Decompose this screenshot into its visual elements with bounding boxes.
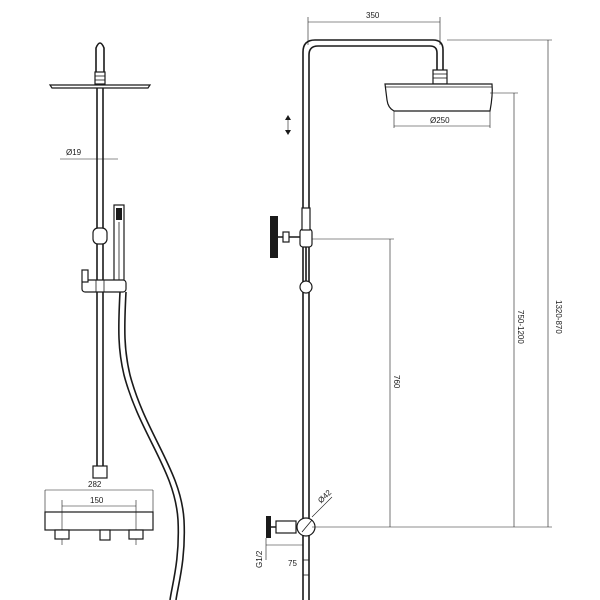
side-shower-head xyxy=(384,83,493,112)
side-wall-hatch-upper xyxy=(270,216,303,258)
rail-diameter-dimension: Ø19 xyxy=(60,148,118,165)
knob-diameter-label: Ø42 xyxy=(316,488,333,505)
front-thermostatic-mixer xyxy=(44,490,154,545)
arm-reach-label: 350 xyxy=(366,11,380,20)
rail-diameter-label: Ø19 xyxy=(66,148,82,157)
front-shower-head-plate xyxy=(48,84,152,89)
side-riser-and-arm xyxy=(302,39,444,535)
front-hand-shower xyxy=(113,204,125,284)
front-shower-hose xyxy=(118,291,180,600)
side-hand-shower-holder xyxy=(299,247,313,294)
side-head-connector xyxy=(432,69,448,85)
front-head-connector xyxy=(95,42,105,72)
head-diameter-label: Ø250 xyxy=(430,116,450,125)
front-view: Ø19 282 150 xyxy=(44,42,186,600)
height-dimensions: 1320-870 750-1200 760 xyxy=(312,39,563,528)
holder-height-label: 760 xyxy=(392,375,401,389)
height-adjust-arrow-icon xyxy=(285,115,291,135)
front-mixer-inlet-left xyxy=(54,529,70,540)
front-mixer-inlet-right xyxy=(128,529,144,540)
mixer-centres-label: 150 xyxy=(90,496,104,505)
side-view: 350 Ø250 xyxy=(255,11,563,600)
mixer-width-label: 282 xyxy=(88,480,102,489)
side-upper-slider xyxy=(299,228,313,248)
arm-reach-dimension: 350 xyxy=(307,11,441,45)
front-rail-connector xyxy=(92,465,108,479)
total-height-label: 1320-870 xyxy=(554,300,563,334)
mixer-centres-dimension: 150 xyxy=(62,496,136,507)
head-height-label: 750-1200 xyxy=(516,310,525,344)
front-head-nut xyxy=(94,71,106,85)
side-wall-hatch-lower xyxy=(265,516,303,560)
front-mixer-outlet xyxy=(99,529,111,541)
wall-offset-label: 75 xyxy=(288,559,297,568)
front-slider-joint xyxy=(92,227,108,245)
mixer-width-dimension: 282 xyxy=(45,480,153,491)
thread-label: G1/2 xyxy=(255,550,264,568)
front-hand-shower-holder xyxy=(81,269,127,293)
